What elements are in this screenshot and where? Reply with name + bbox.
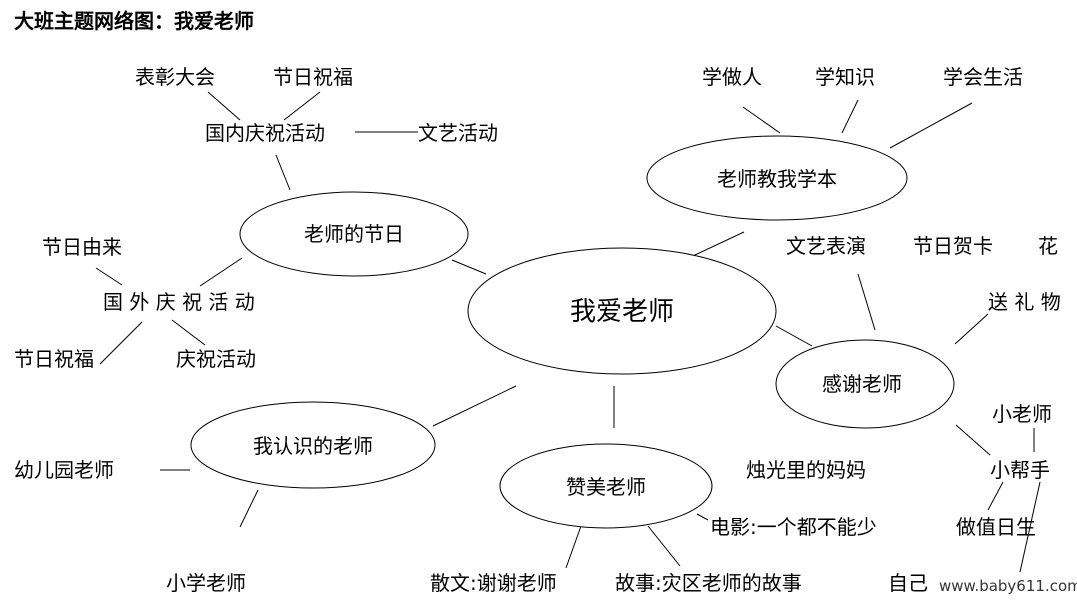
line-festival-to-abroad bbox=[199, 257, 243, 287]
praise-ellipse bbox=[499, 443, 713, 529]
line-domestic-to-blessing bbox=[283, 91, 321, 121]
leaf-performance: 文艺表演 bbox=[786, 234, 866, 258]
node-praise: 赞美老师 bbox=[499, 443, 713, 529]
line-praise-to-essay bbox=[565, 525, 582, 569]
leaf-abroad: 国 外 庆 祝 活 动 bbox=[103, 290, 255, 314]
line-festival-to-center bbox=[451, 259, 487, 275]
know-ellipse bbox=[190, 401, 436, 489]
leaf-movie: 电影:一个都不能少 bbox=[710, 515, 877, 539]
line-teach-to-life bbox=[889, 102, 973, 149]
thanks-label: 感谢老师 bbox=[822, 372, 902, 396]
teach-ellipse bbox=[646, 135, 908, 221]
festival-ellipse bbox=[239, 191, 469, 277]
node-teach: 老师教我学本 bbox=[646, 135, 908, 221]
line-abroad-to-blessing bbox=[99, 321, 143, 365]
line-domestic-to-commend bbox=[207, 91, 241, 121]
line-thanks-to-helper bbox=[955, 424, 991, 456]
leaf-domestic: 国内庆祝活动 bbox=[205, 121, 325, 145]
line-abroad-to-celebrate bbox=[171, 319, 206, 346]
leaf-candle: 烛光里的妈妈 bbox=[746, 458, 866, 482]
leaf-essay: 散文:谢谢老师 bbox=[430, 571, 557, 595]
line-thanks-to-gift bbox=[954, 313, 989, 345]
line-know-to-primary bbox=[239, 489, 259, 528]
leaf-story: 故事:灾区老师的故事 bbox=[615, 571, 802, 595]
page-title: 大班主题网络图：我爱老师 bbox=[14, 9, 254, 33]
leaf-learn-person: 学做人 bbox=[702, 65, 762, 89]
line-teach-to-knowledge bbox=[841, 99, 859, 134]
line-teach-to-person bbox=[742, 106, 781, 134]
praise-label: 赞美老师 bbox=[566, 475, 646, 499]
know-label: 我认识的老师 bbox=[253, 434, 373, 458]
leaf-learn-knowledge: 学知识 bbox=[815, 65, 875, 89]
leaf-little-helper: 小帮手 bbox=[990, 458, 1050, 482]
leaf-kindergarten: 幼儿园老师 bbox=[14, 458, 114, 482]
leaf-self: 自己 bbox=[888, 571, 928, 595]
node-thanks: 感谢老师 bbox=[775, 339, 955, 429]
node-festival: 老师的节日 bbox=[239, 191, 469, 277]
leaf-duty: 做值日生 bbox=[956, 515, 1036, 539]
center-node: 我爱老师 bbox=[467, 247, 777, 375]
leaf-arts-activity: 文艺活动 bbox=[418, 121, 498, 145]
line-thanks-to-performance bbox=[857, 273, 876, 331]
line-abroad-to-origin bbox=[95, 267, 123, 286]
teach-label: 老师教我学本 bbox=[717, 167, 837, 191]
leaf-card: 节日贺卡 bbox=[913, 234, 993, 258]
leaf-celebrate: 庆祝活动 bbox=[176, 347, 256, 371]
line-helper-to-duty bbox=[987, 481, 1004, 511]
line-praise-to-story bbox=[647, 525, 681, 567]
leaf-origin: 节日由来 bbox=[42, 235, 122, 259]
leaf-flower: 花 bbox=[1038, 234, 1058, 258]
node-know: 我认识的老师 bbox=[190, 401, 436, 489]
leaf-primary: 小学老师 bbox=[166, 571, 246, 595]
line-center-to-thanks bbox=[775, 325, 813, 347]
center-ellipse bbox=[467, 247, 777, 375]
line-helper-to-self bbox=[1019, 481, 1041, 573]
center-label: 我爱老师 bbox=[570, 297, 674, 327]
leaf-labels: 表彰大会 节日祝福 国内庆祝活动 文艺活动 节日由来 国 外 庆 祝 活 动 节… bbox=[14, 65, 1061, 595]
leaf-blessing-left: 节日祝福 bbox=[14, 347, 94, 371]
leaf-learn-life: 学会生活 bbox=[943, 65, 1023, 89]
line-festival-to-domestic bbox=[275, 154, 291, 191]
leaf-little-teacher: 小老师 bbox=[992, 402, 1052, 426]
watermark: www.baby611.com bbox=[939, 577, 1077, 595]
leaf-blessing-top: 节日祝福 bbox=[273, 65, 353, 89]
leaf-gift: 送 礼 物 bbox=[988, 290, 1061, 314]
leaf-commend: 表彰大会 bbox=[135, 65, 215, 89]
line-praise-to-movie bbox=[696, 513, 709, 521]
thanks-ellipse bbox=[775, 339, 955, 429]
line-center-to-know bbox=[432, 385, 517, 427]
festival-label: 老师的节日 bbox=[304, 222, 404, 246]
